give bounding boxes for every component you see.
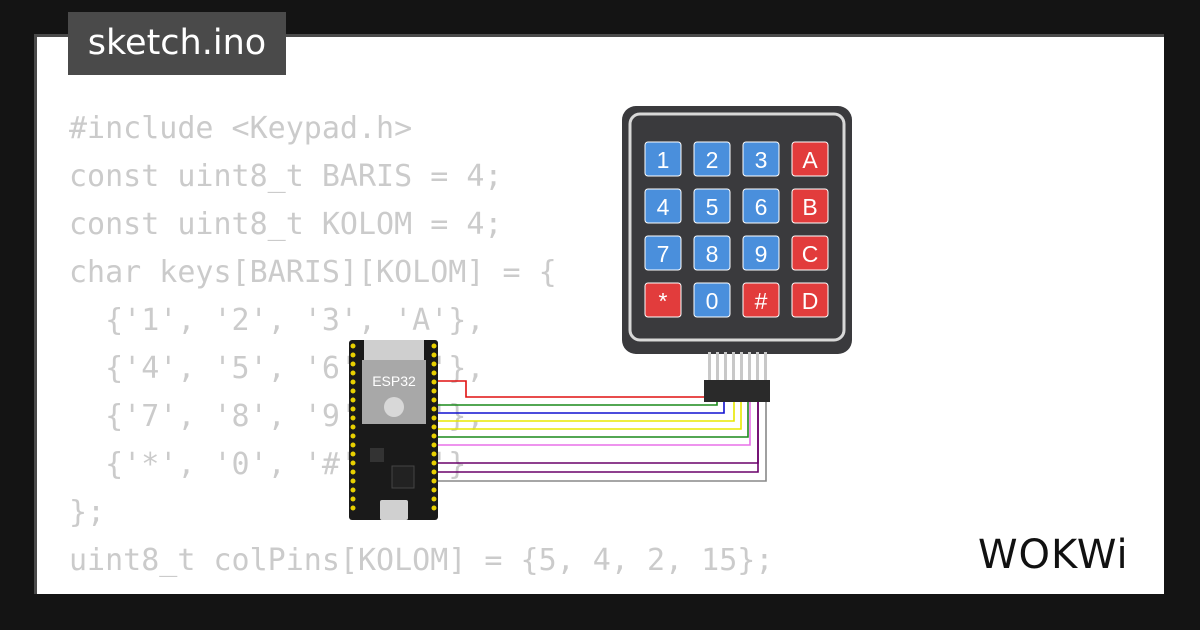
key-label: 7 xyxy=(657,241,670,267)
key-4[interactable]: 4 xyxy=(644,188,682,224)
key-*[interactable]: * xyxy=(644,282,682,318)
key-B[interactable]: B xyxy=(791,188,829,224)
key-label: 0 xyxy=(706,288,719,314)
key-1[interactable]: 1 xyxy=(644,141,682,177)
key-label: 5 xyxy=(706,194,719,220)
keypad-header xyxy=(704,380,770,402)
key-label: 1 xyxy=(657,147,670,173)
wire xyxy=(436,398,759,464)
key-9[interactable]: 9 xyxy=(742,235,780,271)
key-label: D xyxy=(802,288,819,314)
wokwi-logo: WOKWi xyxy=(978,532,1129,578)
key-#[interactable]: # xyxy=(742,282,780,318)
code-line: const uint8_t BARIS = 4; xyxy=(69,159,503,194)
key-label: * xyxy=(659,288,668,314)
esp32-board[interactable]: ESP32 xyxy=(349,340,438,520)
wire xyxy=(436,398,735,422)
key-C[interactable]: C xyxy=(791,235,829,271)
key-0[interactable]: 0 xyxy=(693,282,731,318)
key-label: 2 xyxy=(706,147,719,173)
wire xyxy=(436,380,710,398)
key-label: 6 xyxy=(755,194,768,220)
key-label: 8 xyxy=(706,241,719,267)
antenna xyxy=(364,340,424,362)
key-6[interactable]: 6 xyxy=(742,188,780,224)
key-5[interactable]: 5 xyxy=(693,188,731,224)
code-editor: #include <Keypad.h> const uint8_t BARIS =… xyxy=(69,105,828,594)
key-label: 4 xyxy=(657,194,670,220)
file-tab[interactable]: sketch.ino xyxy=(68,12,286,75)
code-line: uint8_t colPins[KOLOM] = {5, 4, 2, 15}; xyxy=(69,543,774,578)
wire xyxy=(436,398,751,446)
code-line: char keys[BARIS][KOLOM] = { xyxy=(69,255,557,290)
key-A[interactable]: A xyxy=(791,141,829,177)
wire xyxy=(436,398,742,430)
espressif-logo-icon xyxy=(384,397,404,417)
code-line: {'1', '2', '3', 'A'}, xyxy=(69,303,485,338)
key-3[interactable]: 3 xyxy=(742,141,780,177)
key-label: 9 xyxy=(755,241,768,267)
keypad-frame xyxy=(628,112,846,342)
key-label: 3 xyxy=(755,147,768,173)
key-label: B xyxy=(802,194,817,220)
key-7[interactable]: 7 xyxy=(644,235,682,271)
key-label: A xyxy=(802,147,818,173)
key-2[interactable]: 2 xyxy=(693,141,731,177)
usb-chip xyxy=(391,465,415,489)
code-card: #include <Keypad.h> const uint8_t BARIS =… xyxy=(34,34,1164,594)
chip xyxy=(370,448,384,462)
key-D[interactable]: D xyxy=(791,282,829,318)
keypad[interactable]: 1 2 3 A 4 5 6 B 7 8 9 C * 0 # D xyxy=(622,106,852,402)
key-label: # xyxy=(755,288,768,314)
wire xyxy=(436,398,759,473)
wire xyxy=(436,398,718,406)
wire xyxy=(436,398,749,438)
usb-port xyxy=(380,500,408,520)
key-label: C xyxy=(802,241,819,267)
code-line: const uint8_t KOLOM = 4; xyxy=(69,207,503,242)
code-line: }; xyxy=(69,495,106,530)
code-line: #include <Keypad.h> xyxy=(69,111,413,146)
code-line: uint8_t rowPins[BARIS] = {23, 21, 19, 18… xyxy=(69,585,828,594)
board-label: ESP32 xyxy=(372,373,416,389)
wire xyxy=(436,398,767,482)
wires xyxy=(436,380,767,482)
keypad-ribbon xyxy=(708,352,767,382)
key-8[interactable]: 8 xyxy=(693,235,731,271)
wire xyxy=(436,398,725,414)
